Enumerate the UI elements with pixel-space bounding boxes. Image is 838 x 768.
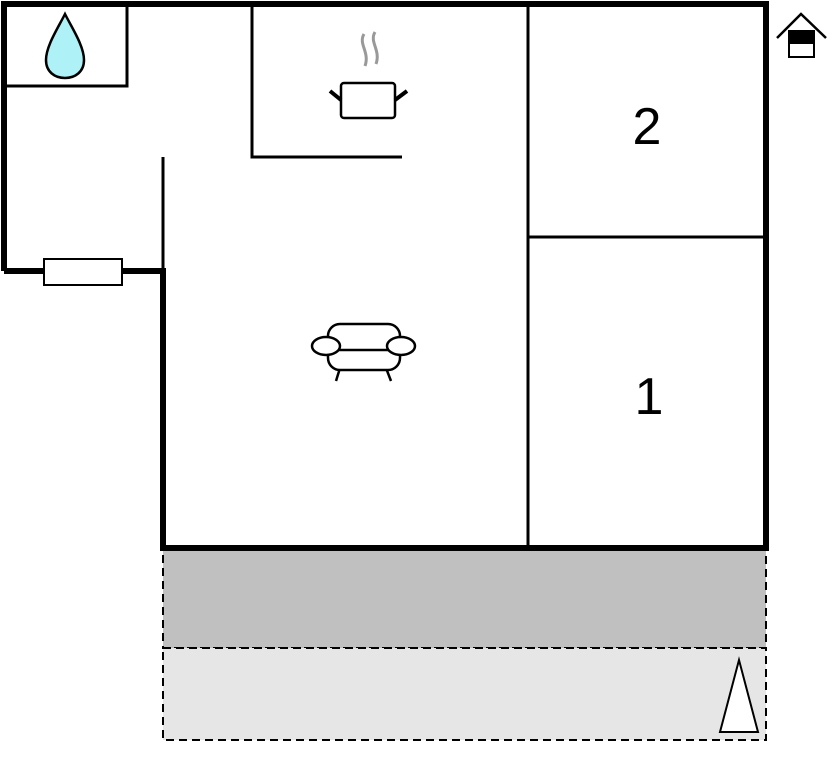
room-label-2: 2: [633, 98, 662, 156]
window: [43, 258, 123, 286]
terrace-covered: [162, 547, 767, 649]
cooking-pot-icon: [328, 31, 409, 120]
sofa-icon: [310, 322, 417, 382]
house-icon: [776, 12, 827, 58]
tree-icon: [718, 656, 760, 733]
room-label-1: 1: [635, 368, 664, 426]
terrace-open: [162, 647, 767, 741]
interior-walls: [4, 4, 766, 548]
water-drop-icon: [44, 11, 86, 80]
outer-walls: [1, 1, 769, 551]
